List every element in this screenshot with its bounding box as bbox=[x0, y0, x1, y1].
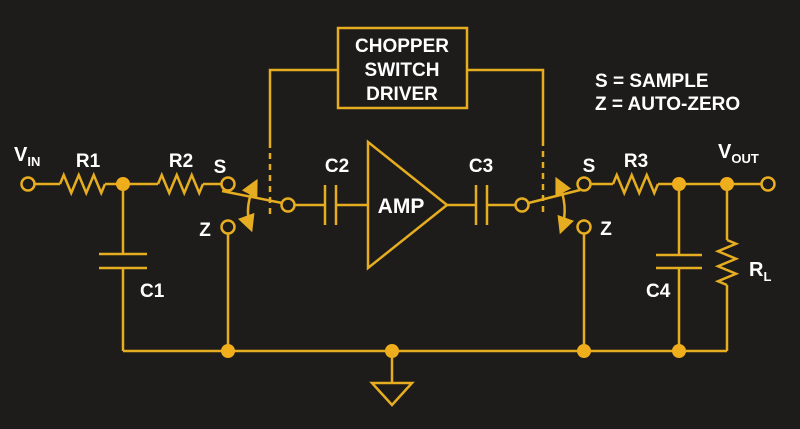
left-switch-s-terminal bbox=[220, 176, 236, 192]
vin-label-sub: IN bbox=[27, 154, 40, 169]
chopper-driver-block: CHOPPER SWITCH DRIVER bbox=[268, 26, 545, 214]
junction-dot-left-z bbox=[221, 344, 235, 358]
right-switch-s-terminal bbox=[576, 176, 592, 192]
right-switch-z-terminal bbox=[576, 219, 592, 235]
c4-branch: C4 bbox=[646, 184, 702, 351]
c2-label: C2 bbox=[325, 156, 349, 177]
resistor-r2 bbox=[156, 171, 205, 197]
resistor-r1 bbox=[58, 171, 107, 197]
vout-terminal bbox=[760, 176, 776, 192]
left-switch-z-label: Z bbox=[199, 220, 211, 241]
vout-label-main: V bbox=[718, 141, 732, 163]
chopper-box-line1: CHOPPER bbox=[355, 36, 449, 57]
resistor-rl bbox=[714, 238, 740, 287]
chopper-box-line2: SWITCH bbox=[365, 60, 440, 81]
left-switch: S Z bbox=[199, 157, 296, 351]
rl-label-main: R bbox=[749, 259, 764, 281]
right-switch-blade bbox=[528, 188, 581, 205]
vin-label: VIN bbox=[14, 144, 40, 169]
vin-label-main: V bbox=[14, 144, 28, 166]
left-switch-toggle-arrow bbox=[237, 178, 258, 233]
rl-label-sub: L bbox=[763, 269, 771, 284]
amp-label: AMP bbox=[378, 195, 425, 218]
resistor-r3 bbox=[611, 171, 660, 197]
amp-triangle bbox=[366, 139, 450, 271]
right-switch-z-label: Z bbox=[600, 219, 612, 240]
right-switch-common-terminal bbox=[514, 197, 530, 213]
left-switch-z-terminal bbox=[220, 219, 236, 235]
c4-label: C4 bbox=[646, 281, 671, 302]
left-switch-common-terminal bbox=[280, 197, 296, 213]
legend-auto-zero: Z = AUTO-ZERO bbox=[595, 94, 740, 115]
c1-branch: C1 bbox=[99, 184, 165, 351]
chopper-box bbox=[336, 26, 469, 110]
vin-terminal bbox=[20, 176, 36, 192]
left-switch-s-label: S bbox=[214, 157, 227, 178]
rl-branch: RL bbox=[714, 184, 771, 351]
r1-label: R1 bbox=[76, 151, 101, 172]
amp-stage: C2 AMP C3 bbox=[294, 139, 516, 271]
right-switch-toggle-arrow bbox=[555, 176, 574, 235]
output-stage: R3 VOUT bbox=[590, 141, 776, 197]
ground-rail bbox=[123, 344, 727, 407]
junction-dot-c4-rail bbox=[672, 344, 686, 358]
input-stage: VIN R1 R2 bbox=[14, 144, 222, 197]
r2-label: R2 bbox=[169, 151, 193, 172]
legend: S = SAMPLE Z = AUTO-ZERO bbox=[595, 71, 740, 115]
chopper-box-line3: DRIVER bbox=[366, 84, 438, 105]
right-switch: S Z bbox=[514, 156, 612, 351]
chopper-right-wire bbox=[467, 68, 545, 140]
vout-label: VOUT bbox=[718, 141, 759, 166]
right-switch-s-label: S bbox=[583, 156, 596, 177]
vout-label-sub: OUT bbox=[731, 151, 759, 166]
r3-label: R3 bbox=[624, 151, 648, 172]
rl-label: RL bbox=[749, 259, 771, 284]
junction-dot-right-z bbox=[577, 344, 591, 358]
legend-sample: S = SAMPLE bbox=[595, 71, 709, 92]
c1-label: C1 bbox=[140, 281, 165, 302]
c3-label: C3 bbox=[469, 156, 493, 177]
ground-symbol bbox=[369, 381, 415, 407]
chopper-left-wire bbox=[268, 68, 338, 142]
